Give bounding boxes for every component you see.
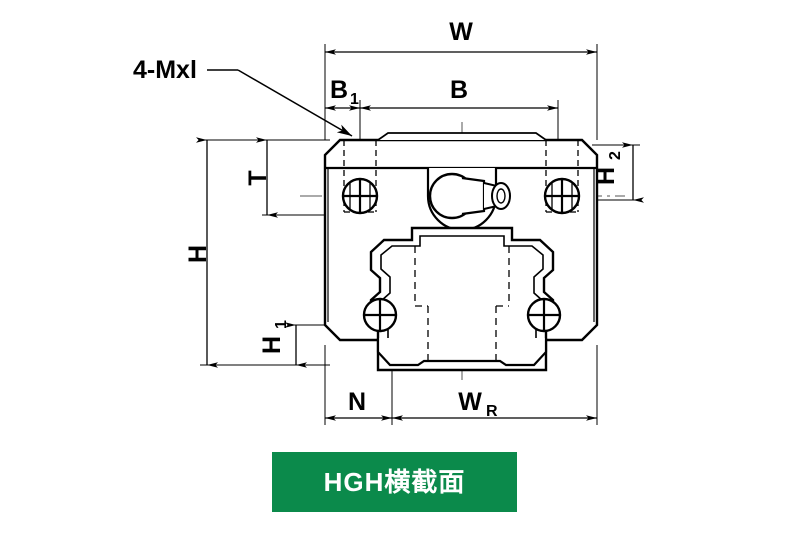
rail-profile	[369, 226, 555, 372]
label-n: N	[348, 388, 366, 416]
mounting-hole-top-left	[341, 177, 379, 215]
mounting-hole-top-right	[543, 177, 581, 215]
label-t: T	[244, 170, 272, 185]
dimension-lines	[196, 49, 644, 421]
dimension-labels: 4-Mxl W B 1 B T H H 1 H 2	[133, 18, 624, 420]
grease-nipple	[426, 168, 511, 232]
mounting-holes	[341, 177, 581, 333]
label-b1-sub: 1	[350, 91, 359, 108]
rail-outline-inner	[380, 235, 544, 362]
caption-label: HGH横截面	[323, 467, 466, 497]
thread-callout-leader	[207, 69, 353, 137]
label-w: W	[449, 18, 473, 46]
label-b: B	[450, 76, 468, 104]
nipple-shank-step1	[461, 176, 486, 216]
mounting-hole-bottom-right	[526, 297, 562, 333]
label-wr-sub: R	[486, 403, 498, 420]
label-h2-sub: 2	[607, 151, 624, 160]
mounting-hole-bottom-left	[362, 297, 398, 333]
label-h2: H 2	[592, 151, 624, 185]
block-top-notch	[377, 132, 547, 141]
label-h1-main: H	[258, 336, 286, 354]
caption-banner: HGH横截面	[272, 452, 517, 512]
leader-line	[237, 69, 353, 137]
label-b1-main: B	[330, 76, 348, 104]
label-wr: W R	[458, 388, 498, 420]
label-b1: B 1	[330, 76, 359, 108]
label-h1-sub: 1	[273, 320, 290, 329]
rail-pedestal	[376, 338, 548, 367]
label-h1: H 1	[258, 320, 290, 354]
rail-hidden-bolt-hole	[414, 246, 510, 362]
label-h2-main: H	[592, 167, 620, 185]
label-wr-main: W	[458, 388, 482, 416]
thread-callout-label: 4-Mxl	[133, 56, 197, 84]
label-h: H	[184, 245, 212, 263]
nipple-bore	[496, 188, 506, 204]
